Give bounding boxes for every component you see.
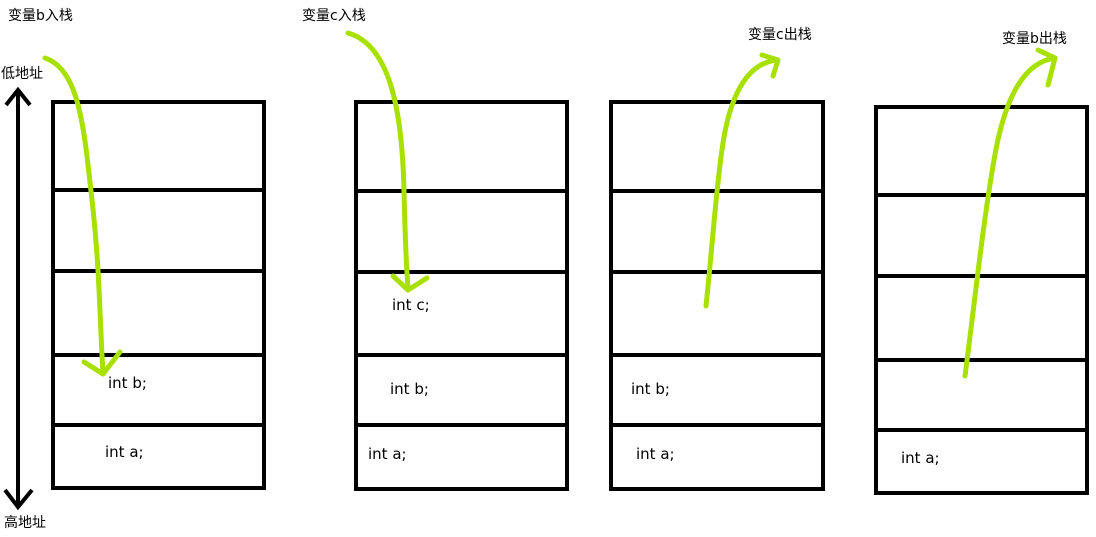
push-b-arrowhead bbox=[81, 349, 123, 377]
push-c-arrow-head bbox=[390, 273, 430, 293]
push-c-arrow-curve bbox=[345, 30, 411, 291]
stack-3-arrow-label: 变量c出栈 bbox=[748, 27, 812, 43]
stack-2-cell-4: int b; bbox=[390, 380, 429, 398]
axis-down-arrowhead bbox=[3, 488, 34, 511]
stack-2-frame bbox=[354, 100, 569, 491]
stack-3-cell-4: int b; bbox=[631, 380, 670, 398]
pop-c-arrow-curve bbox=[703, 57, 781, 309]
stack-1-cell-5: int a; bbox=[105, 443, 144, 461]
stack-3-cell-5: int a; bbox=[636, 445, 675, 463]
address-axis bbox=[3, 86, 34, 511]
stack-1 bbox=[51, 100, 266, 490]
high-address-label: 高地址 bbox=[4, 515, 46, 531]
pop-b-arrow-curve bbox=[962, 55, 1058, 379]
stack-1-frame bbox=[51, 100, 266, 490]
stack-2-arrow-label: 变量c入栈 bbox=[302, 8, 366, 24]
stack-2-cell-3: int c; bbox=[392, 296, 430, 314]
stack-4-frame bbox=[874, 105, 1089, 495]
axis-up-arrowhead bbox=[4, 86, 32, 107]
stack-3-frame bbox=[609, 100, 825, 491]
stack-4 bbox=[874, 105, 1089, 495]
low-address-label: 低地址 bbox=[1, 66, 43, 82]
stack-4-cell-5: int a; bbox=[901, 449, 940, 467]
stack-2-cell-5: int a; bbox=[368, 445, 407, 463]
stack-3 bbox=[609, 100, 825, 491]
stack-4-arrow-label: 变量b出栈 bbox=[1002, 31, 1067, 47]
push-b-arrow-curve bbox=[42, 55, 106, 375]
stack-1-arrow-label: 变量b入栈 bbox=[8, 8, 73, 24]
pop-c-arrowhead bbox=[759, 52, 781, 79]
stack-1-cell-4: int b; bbox=[108, 374, 147, 392]
stack-2 bbox=[354, 100, 569, 491]
pop-b-arrowhead bbox=[1035, 47, 1058, 88]
